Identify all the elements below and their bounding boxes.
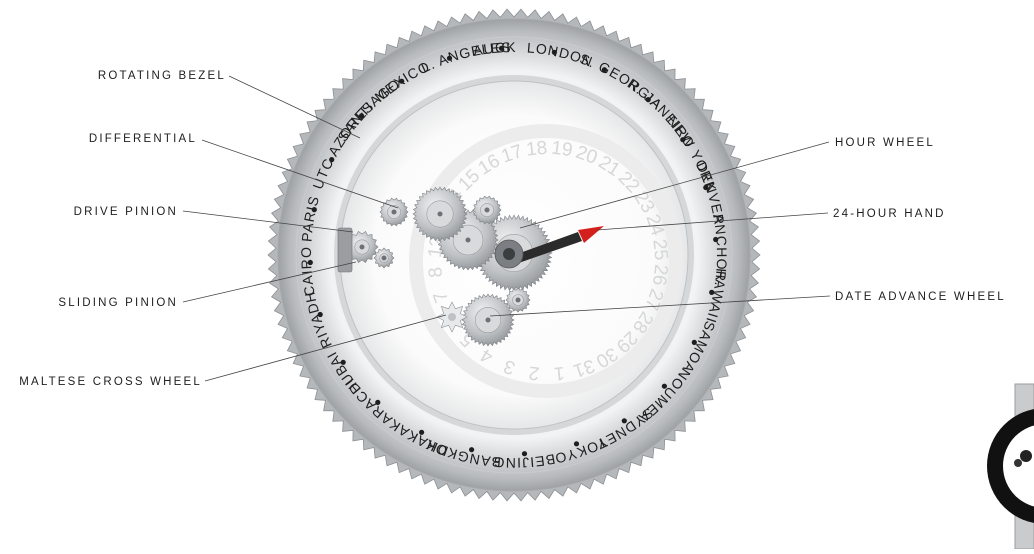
bezel-dot xyxy=(646,97,651,102)
callout-hour-wheel: HOUR WHEEL xyxy=(835,136,935,150)
bezel-dot xyxy=(399,79,404,84)
callout-date-advance-wheel: DATE ADVANCE WHEEL xyxy=(835,290,1006,304)
bezel-dot xyxy=(680,137,685,142)
date-numeral: 19 xyxy=(550,138,574,161)
bezel-dot xyxy=(602,67,607,72)
callout-24-hour-hand: 24-HOUR HAND xyxy=(833,207,946,221)
bezel-dot xyxy=(692,340,697,345)
bezel-dot xyxy=(312,207,317,212)
callout-sliding-pinion: SLIDING PINION xyxy=(58,296,178,310)
bezel-dot xyxy=(499,46,504,51)
date-numeral: 8 xyxy=(425,266,447,279)
callout-maltese-cross-wheel: MALTESE CROSS WHEEL xyxy=(19,375,202,389)
bezel-dot xyxy=(709,290,714,295)
bezel-dot xyxy=(341,360,346,365)
bezel-dot xyxy=(308,260,313,265)
watch-thumbnail-icon xyxy=(987,384,1034,549)
date-numeral: 26 xyxy=(648,263,671,287)
gear-lower-small xyxy=(506,288,530,312)
bezel-dot xyxy=(713,237,718,242)
date-numeral: 1 xyxy=(553,362,566,384)
bezel-dot xyxy=(359,113,364,118)
bezel-dot xyxy=(574,441,579,446)
callout-differential: DIFFERENTIAL xyxy=(89,132,197,146)
bezel-dot xyxy=(469,447,474,452)
callout-drive-pinion: DRIVE PINION xyxy=(74,205,178,219)
bezel-dot xyxy=(329,157,334,162)
bezel-dot xyxy=(447,56,452,61)
bezel-dot xyxy=(703,185,708,190)
bezel-dot xyxy=(552,50,557,55)
maltese-cross-wheel xyxy=(437,302,467,332)
bezel-dot xyxy=(522,451,527,456)
bezel-dot xyxy=(375,400,380,405)
date-numeral: 25 xyxy=(648,238,671,261)
bezel-dot xyxy=(419,430,424,435)
bezel-dot xyxy=(622,418,627,423)
bezel-dot xyxy=(662,384,667,389)
callout-rotating-bezel: ROTATING BEZEL xyxy=(98,69,226,83)
date-numeral: 18 xyxy=(525,138,548,161)
bezel-dot xyxy=(318,312,323,317)
